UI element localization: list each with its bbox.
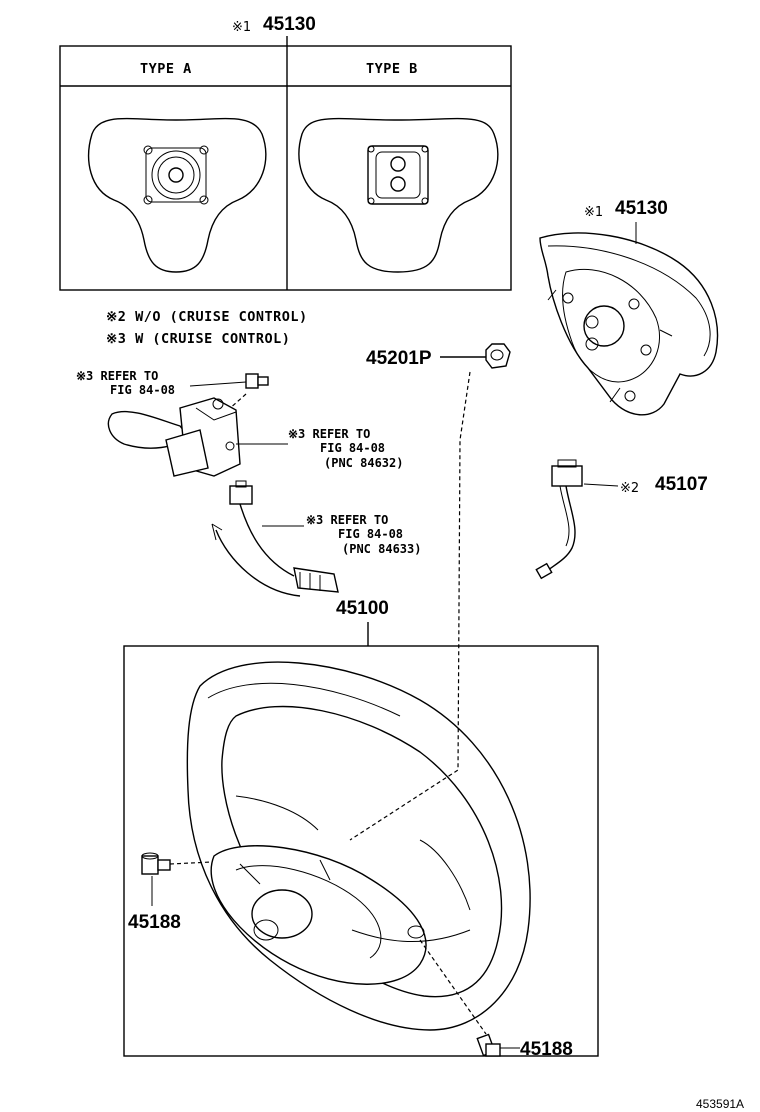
ref2-line3: (PNC 84632) (324, 456, 403, 470)
part-number-45188-left[interactable]: 45188 (128, 912, 181, 933)
cruise-control-switch[interactable] (107, 397, 241, 477)
part-number-45201p[interactable]: 45201P (366, 348, 432, 369)
ref1-line2: FIG 84-08 (110, 383, 175, 397)
ref3-line2: FIG 84-08 (338, 527, 403, 541)
type-a-header: TYPE A (140, 61, 192, 77)
type-table: TYPE A TYPE B (59, 45, 512, 291)
ref1-line1: ※3 REFER TO (76, 369, 158, 383)
horn-pad-type-a[interactable] (87, 117, 267, 273)
steering-wheel[interactable] (186, 661, 531, 1031)
horn-wire-45107[interactable] (535, 459, 583, 580)
horn-pad-type-b[interactable] (298, 117, 499, 273)
part-number-45130-right[interactable]: 45130 (615, 198, 668, 219)
steering-wheel-frame (123, 645, 599, 1057)
type-b-header: TYPE B (366, 61, 418, 77)
callout-mark-pad-top: ※1 (232, 20, 251, 35)
ref3-line3: (PNC 84633) (342, 542, 421, 556)
nut-icon[interactable] (485, 343, 511, 369)
part-number-45130-top[interactable]: 45130 (263, 14, 316, 35)
screw-icon-small[interactable] (245, 373, 269, 389)
airbag-pad-assembly[interactable] (539, 232, 719, 416)
screw-icon-left[interactable] (141, 852, 171, 875)
note-wo-cruise: ※2 W/O (CRUISE CONTROL) (106, 309, 308, 325)
part-number-45107[interactable]: 45107 (655, 474, 708, 495)
ref2-line2: FIG 84-08 (320, 441, 385, 455)
cruise-wire-harness[interactable] (211, 480, 339, 597)
note-w-cruise: ※3 W (CRUISE CONTROL) (106, 331, 290, 347)
illustration-id: 453591A (696, 1097, 744, 1111)
ref3-line1: ※3 REFER TO (306, 513, 388, 527)
ref2-line1: ※3 REFER TO (288, 427, 370, 441)
part-number-45188-bottom[interactable]: 45188 (520, 1039, 573, 1060)
screw-icon-bottom[interactable] (476, 1033, 501, 1057)
part-number-45100[interactable]: 45100 (336, 598, 389, 619)
callout-mark-pad-right: ※1 (584, 205, 603, 220)
callout-mark-harness: ※2 (620, 481, 639, 496)
